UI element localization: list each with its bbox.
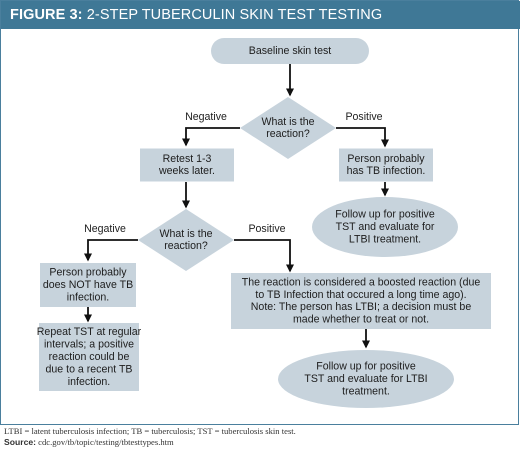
box-shape [39,323,139,391]
figure-footer: LTBI = latent tuberculosis infection; TB… [4,426,519,448]
node-boosted: The reaction is considered a boosted rea… [231,273,491,329]
node-text-line: LTBI treatment. [349,233,421,245]
node-text-line: TST and evaluate for LTBI [304,373,427,385]
figure-title-bar: FIGURE 3: 2-STEP TUBERCULIN SKIN TEST TE… [1,1,520,29]
node-text-line: Follow up for positive [316,361,416,373]
figure-frame: FIGURE 3: 2-STEP TUBERCULIN SKIN TEST TE… [0,0,520,425]
node-text-line: Retest 1-3 [163,153,212,165]
node-text-line: The reaction is considered a boosted rea… [242,276,481,288]
source-url: cdc.gov/tb/topic/testing/tbtesttypes.htm [38,437,174,447]
source-line: Source: cdc.gov/tb/topic/testing/tbtestt… [4,437,519,448]
node-text-line: does NOT have TB [43,279,133,291]
arrow-decision1-to-retest [182,127,240,147]
node-text-line: made whether to treat or not. [293,314,429,326]
figure-label: FIGURE 3: [10,7,83,23]
node-text-line: infection. [67,291,109,303]
node-text-line: reaction could be [49,351,130,363]
node-baseline: Baseline skin test [211,38,369,64]
edge-label-negative: Negative [185,111,227,123]
box-shape [140,148,234,182]
node-text-line: Follow up for positive [335,209,435,221]
node-text-line: TST and evaluate for [336,221,435,233]
node-text-line: to TB Infection that occured a long time… [255,289,466,301]
arrow-decision2-to-no-tb [84,239,138,262]
arrow-decision2-to-boosted [234,239,294,273]
box-shape [231,273,491,329]
diamond-shape [138,209,234,271]
rounded-box-shape [211,38,369,64]
node-text-line: Person probably [347,153,425,165]
edge-label-positive: Positive [345,111,382,123]
node-text-line: intervals; a positive [44,339,134,351]
node-text-line: reaction? [164,240,208,252]
node-text-line: infection. [68,376,110,388]
node-text-line: Person probably [49,267,127,279]
diamond-shape [240,97,336,159]
ellipse-shape [312,197,458,257]
node-text-line: has TB infection. [347,165,426,177]
node-text-line: reaction? [266,128,310,140]
edge-label-negative: Negative [84,223,126,235]
node-text-line: Note: The person has LTBI; a decision mu… [251,301,472,313]
node-text-line: due to a recent TB [46,363,133,375]
edge-label-positive: Positive [248,223,285,235]
node-text-line: Repeat TST at regular [37,326,142,338]
source-label: Source: [4,437,36,447]
node-text-line: Baseline skin test [249,45,331,57]
figure-title: 2-STEP TUBERCULIN SKIN TEST TESTING [86,7,383,23]
node-text-line: treatment. [342,385,390,397]
abbreviations-note: LTBI = latent tuberculosis infection; TB… [4,426,296,436]
box-shape [40,263,136,307]
arrow-decision1-to-probably-tb [336,127,389,148]
node-text-line: weeks later. [158,165,215,177]
node-text-line: What is the [160,228,213,240]
node-text-line: What is the [262,116,315,128]
box-shape [339,148,433,182]
ellipse-shape [278,350,454,408]
